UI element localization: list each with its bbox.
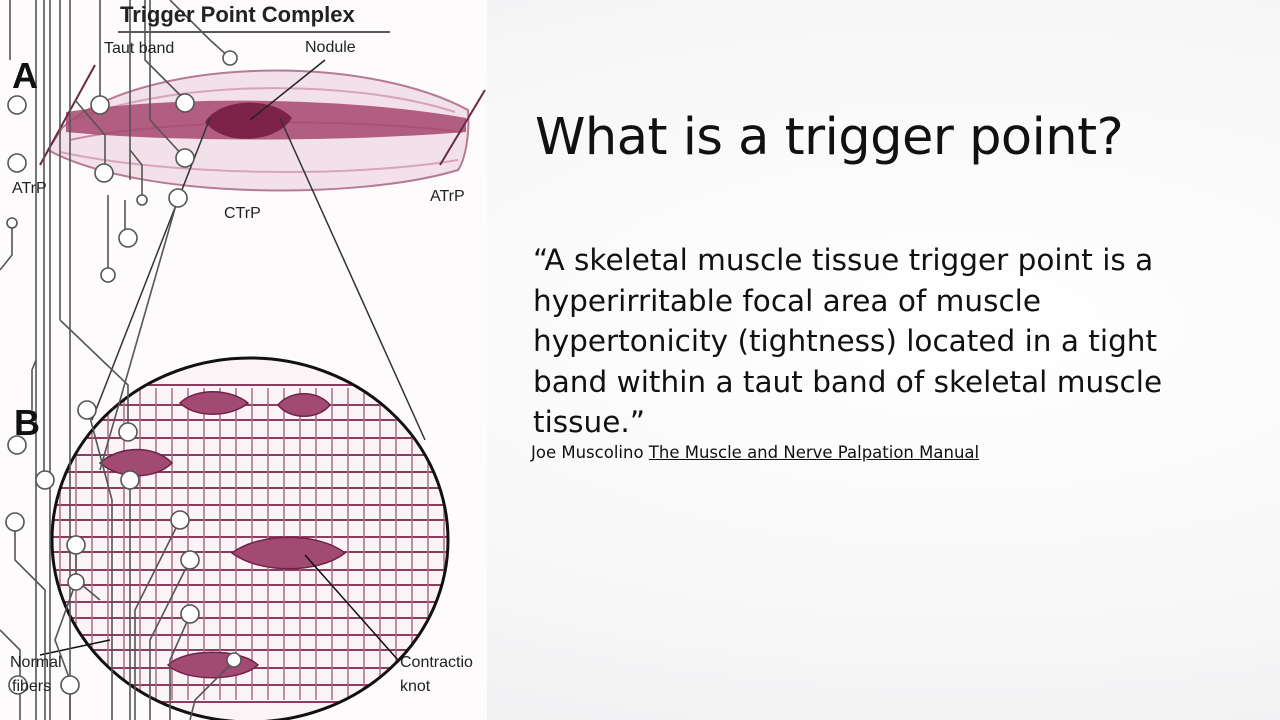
ctrp-label: CTrP	[224, 205, 261, 222]
trigger-point-illustration	[0, 0, 486, 720]
citation: Joe Muscolino The Muscle and Nerve Palpa…	[531, 443, 979, 462]
panel-b-label: B	[14, 402, 40, 443]
normal-fibers-label-line2: fibers	[12, 678, 52, 695]
zoom-line-right	[279, 117, 426, 441]
contraction-knot-label-line2: knot	[400, 678, 431, 695]
atrp-left-label: ATrP	[12, 180, 47, 197]
atrp-right-label: ATrP	[430, 188, 465, 205]
panel-a-label: A	[12, 55, 38, 96]
muscle-belly-diagram	[39, 31, 486, 192]
magnified-fiber-view	[39, 356, 450, 720]
citation-author: Joe Muscolino	[531, 443, 644, 462]
taut-band-label: Taut band	[104, 40, 175, 57]
nodule-label: Nodule	[305, 39, 356, 56]
circuit-node-dots	[5, 50, 242, 695]
normal-fibers-label-line1: Normal	[10, 654, 62, 671]
citation-book-title: The Muscle and Nerve Palpation Manual	[648, 443, 980, 462]
figure-title: Trigger Point Complex	[120, 2, 355, 27]
trigger-point-figure: Trigger Point Complex A B Taut band Nodu…	[0, 0, 487, 720]
definition-quote: “A skeletal muscle tissue trigger point …	[533, 243, 1163, 439]
slide-title: What is a trigger point?	[535, 108, 1124, 167]
contraction-knot-label-line1: Contractio	[400, 654, 473, 671]
circuit-overlay-decoration	[0, 0, 236, 720]
